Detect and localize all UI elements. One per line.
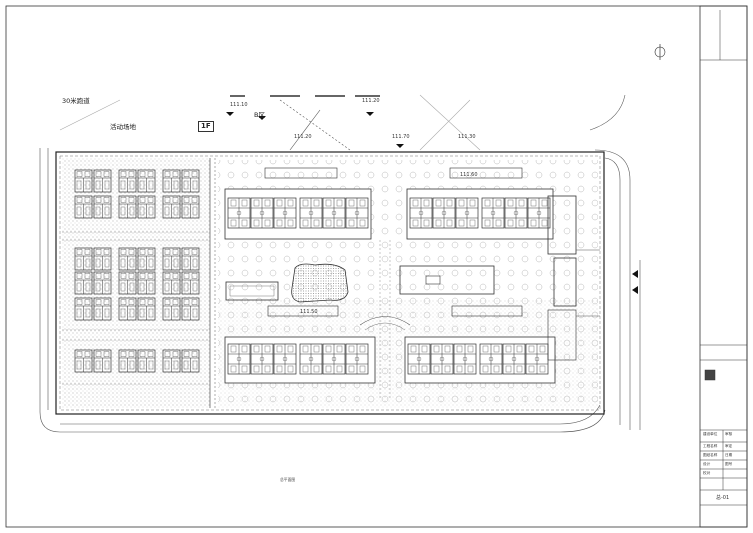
elevation-label: 111.60 bbox=[460, 172, 478, 178]
elevation-label: 111.20 bbox=[294, 134, 312, 140]
road-label: 30米跑道 bbox=[62, 97, 90, 105]
south-slab-west bbox=[224, 336, 376, 384]
north-arrow-icon bbox=[654, 44, 666, 60]
elevation-marker-icon bbox=[366, 112, 374, 116]
elevation-label: 111.50 bbox=[300, 309, 318, 315]
activity-area-label: 活动场地 bbox=[110, 123, 136, 131]
elevation-marker-icon bbox=[258, 116, 266, 120]
elevation-label: 111.70 bbox=[392, 134, 410, 140]
elevation-label: 111.20 bbox=[362, 98, 380, 104]
entrance-arrow-icon bbox=[632, 270, 638, 278]
villa-lane-lines bbox=[62, 231, 210, 385]
elevation-marker-icon bbox=[396, 144, 404, 148]
north-slab-west bbox=[224, 188, 372, 240]
site-boundary bbox=[55, 151, 605, 415]
drawing-note: 总平面图 bbox=[280, 477, 296, 482]
drawing-number: 总-01 bbox=[716, 495, 730, 501]
south-slab-east bbox=[404, 336, 556, 384]
east-clubhouse bbox=[547, 195, 600, 361]
title-block-frame bbox=[699, 5, 748, 528]
elevation-label: 111.10 bbox=[230, 102, 248, 108]
surrounding-roads bbox=[39, 94, 641, 433]
elevation-label: 111.30 bbox=[458, 134, 476, 140]
entrance-arrow-icon bbox=[632, 286, 638, 294]
floor-label: 1F bbox=[198, 121, 214, 132]
zone-label: B区 bbox=[254, 111, 265, 119]
north-slab-east bbox=[406, 188, 554, 240]
central-garden bbox=[225, 240, 495, 400]
title-block-lines bbox=[700, 10, 747, 506]
elevation-marker-icon bbox=[226, 112, 234, 116]
